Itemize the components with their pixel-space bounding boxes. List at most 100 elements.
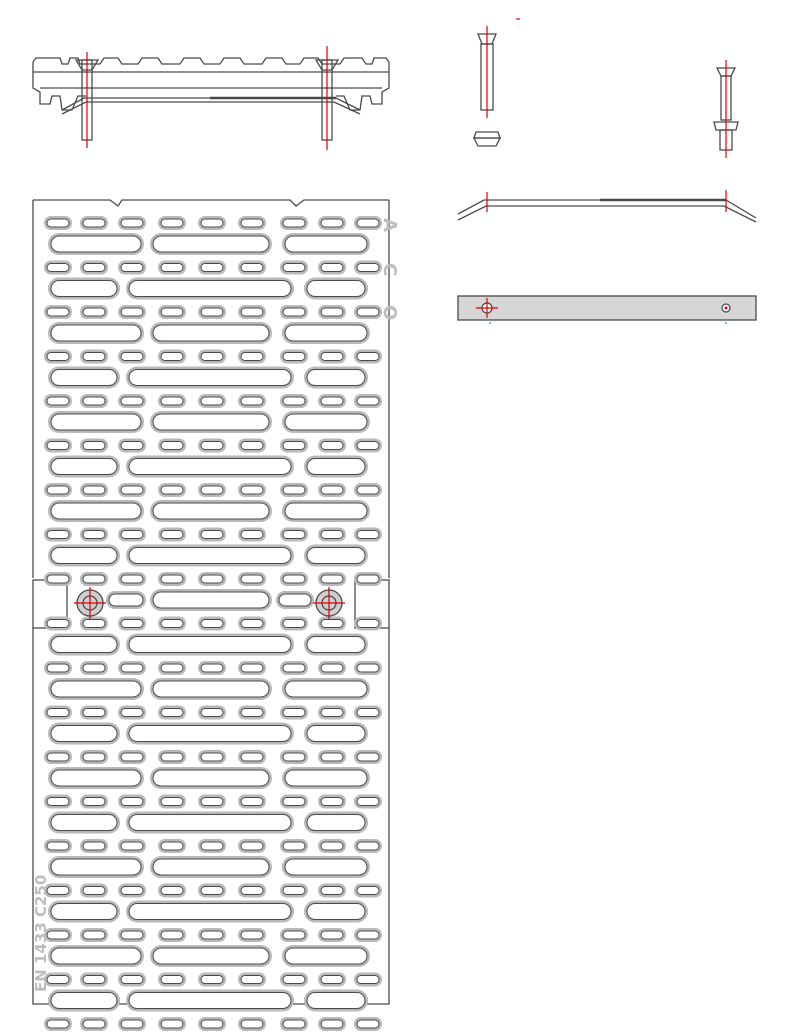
grating-slots [44, 216, 382, 1031]
brand-letter-c: C [379, 263, 400, 276]
slot-opening [306, 814, 366, 831]
slot-opening [120, 886, 144, 895]
slot-opening [120, 574, 144, 584]
slot-opening [306, 903, 366, 920]
slot-opening [50, 858, 142, 876]
slot-opening [240, 841, 264, 851]
slot-opening [320, 485, 344, 495]
slot-opening [200, 930, 224, 940]
slot-opening [120, 930, 144, 940]
slot-opening [152, 591, 270, 609]
clamp-bar-plan [457, 295, 757, 324]
slot-opening [356, 574, 380, 584]
slot-opening [320, 930, 344, 940]
slot-opening [46, 841, 70, 851]
slot-opening [306, 547, 366, 564]
slot-opening [320, 708, 344, 717]
slot-opening [128, 547, 292, 564]
slot-opening [46, 797, 70, 806]
slot-opening [120, 708, 144, 717]
slot-opening [128, 814, 292, 831]
slot-opening [46, 530, 70, 539]
slot-opening [240, 530, 264, 539]
standard-marking: EN 1433 C250 [32, 875, 50, 992]
slot-opening [320, 975, 344, 984]
slot-opening [160, 1019, 184, 1029]
slot-opening [50, 814, 118, 831]
slot-opening [152, 858, 270, 876]
slot-opening [240, 797, 264, 806]
slot-opening [160, 930, 184, 940]
slot-opening [50, 947, 142, 965]
slot-opening [282, 975, 306, 984]
slot-opening [356, 663, 380, 673]
brand-letter-a: A [379, 218, 400, 232]
slot-opening [282, 708, 306, 717]
brand-marking: A C O [379, 218, 400, 320]
slot-opening [240, 975, 264, 984]
slot-opening [200, 975, 224, 984]
slot-opening [82, 708, 106, 717]
slot-opening [320, 1019, 344, 1029]
slot-opening [356, 797, 380, 806]
slot-opening [82, 263, 106, 272]
slot-opening [282, 352, 306, 361]
slot-opening [82, 886, 106, 895]
slot-opening [240, 930, 264, 940]
slot-opening [356, 307, 380, 317]
slot-opening [160, 619, 184, 628]
slot-opening [282, 441, 306, 450]
slot-opening [200, 352, 224, 361]
grating-side-centerlines [86, 46, 328, 150]
slot-opening [200, 396, 224, 406]
slot-opening [120, 218, 144, 228]
slot-opening [82, 396, 106, 406]
slot-opening [120, 752, 144, 762]
slot-opening [50, 547, 118, 564]
slot-opening [82, 485, 106, 495]
slot-opening [282, 530, 306, 539]
slot-opening [356, 841, 380, 851]
slot-opening [356, 530, 380, 539]
slot-opening [356, 485, 380, 495]
slot-opening [120, 975, 144, 984]
slot-opening [46, 263, 70, 272]
slot-opening [356, 218, 380, 228]
slot-opening [278, 593, 312, 607]
slot-opening [356, 263, 380, 272]
slot-opening [82, 307, 106, 317]
slot-opening [306, 280, 366, 297]
slot-opening [120, 485, 144, 495]
slot-opening [284, 235, 368, 253]
slot-opening [240, 619, 264, 628]
slot-opening [82, 663, 106, 673]
slot-opening [320, 886, 344, 895]
slot-opening [356, 441, 380, 450]
slot-opening [282, 574, 306, 584]
slot-opening [356, 752, 380, 762]
slot-opening [160, 841, 184, 851]
slot-opening [320, 263, 344, 272]
slot-opening [320, 352, 344, 361]
slot-opening [160, 663, 184, 673]
slot-opening [152, 413, 270, 431]
slot-opening [46, 307, 70, 317]
slot-opening [46, 441, 70, 450]
slot-opening [120, 797, 144, 806]
slot-opening [200, 218, 224, 228]
slot-opening [46, 752, 70, 762]
slot-opening [50, 903, 118, 920]
slot-opening [282, 1019, 306, 1029]
slot-opening [282, 263, 306, 272]
slot-opening [356, 619, 380, 628]
slot-opening [50, 235, 142, 253]
slot-opening [160, 574, 184, 584]
slot-opening [282, 797, 306, 806]
slot-opening [282, 930, 306, 940]
slot-opening [320, 218, 344, 228]
slot-opening [50, 680, 142, 698]
slot-opening [120, 530, 144, 539]
slot-opening [284, 413, 368, 431]
slot-opening [200, 574, 224, 584]
